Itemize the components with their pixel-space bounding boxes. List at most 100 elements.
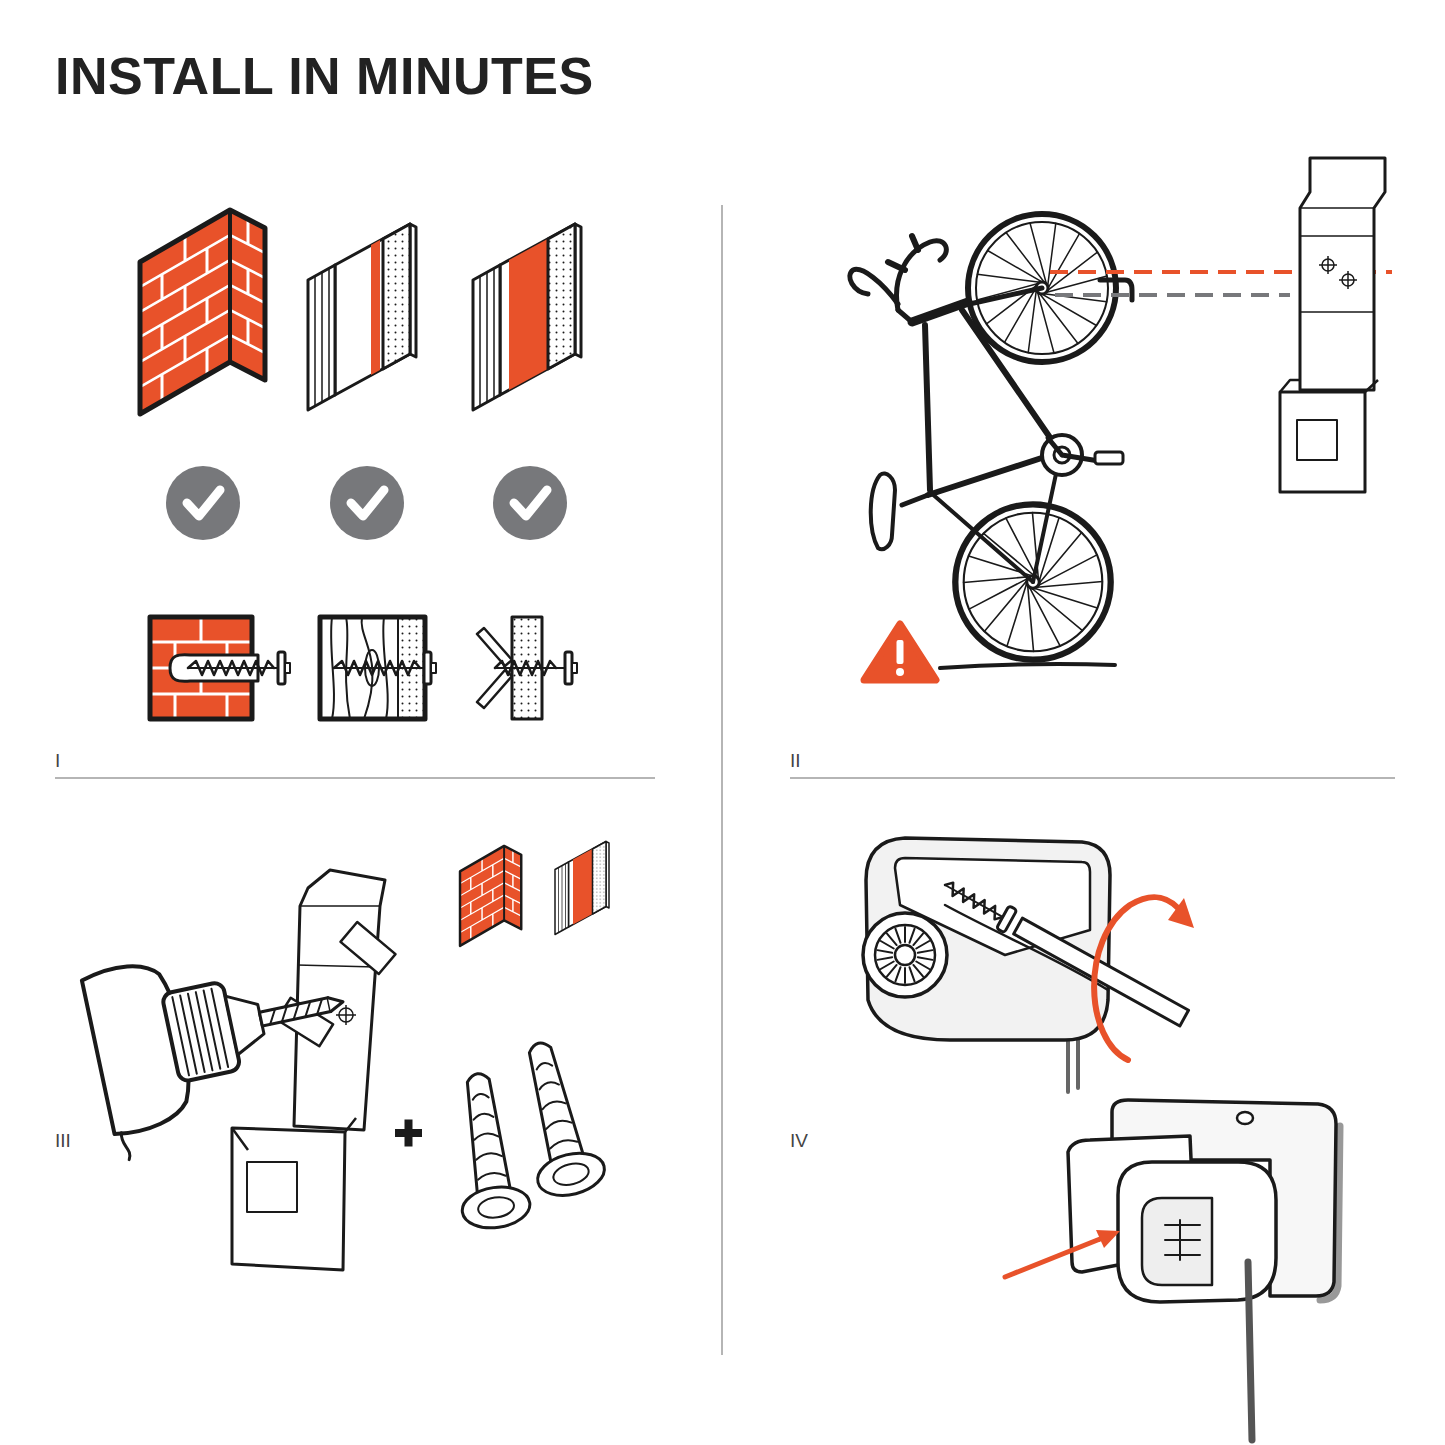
wall-bracket bbox=[1142, 1198, 1212, 1285]
wall-bracket bbox=[875, 925, 935, 985]
toggle-anchor-icon bbox=[477, 670, 512, 708]
brick-wall-icon bbox=[460, 846, 521, 946]
wood-anchor-icon bbox=[320, 617, 425, 719]
wall-bracket bbox=[913, 934, 923, 945]
paper-template bbox=[247, 1162, 297, 1212]
push-arrow bbox=[1005, 1239, 1100, 1277]
wall-bracket bbox=[1237, 1112, 1253, 1124]
brick-anchor-icon bbox=[150, 617, 290, 719]
drywall-icon bbox=[500, 224, 575, 395]
bicycle bbox=[1016, 583, 1045, 651]
drywall-icon bbox=[315, 269, 329, 406]
brick-wall-icon bbox=[140, 210, 230, 414]
wall-bracket bbox=[863, 913, 947, 997]
brick-wall-icon bbox=[460, 846, 521, 946]
wall-bracket bbox=[913, 965, 923, 976]
panel-divider bbox=[721, 205, 723, 1355]
wall-bracket bbox=[918, 950, 933, 953]
wall-plug bbox=[444, 1069, 533, 1232]
drywall-icon bbox=[308, 265, 335, 410]
wall-bracket bbox=[909, 967, 914, 981]
wall-bracket bbox=[909, 929, 914, 943]
wall-bracket bbox=[1014, 918, 1189, 1026]
bicycle bbox=[1032, 223, 1072, 288]
wall-bracket bbox=[895, 945, 915, 965]
bicycle bbox=[898, 310, 912, 322]
paper-template bbox=[1297, 420, 1337, 460]
bicycle bbox=[964, 565, 1032, 594]
wall-bracket bbox=[881, 941, 894, 949]
bicycle bbox=[1042, 278, 1107, 318]
toggle-anchor-icon bbox=[495, 661, 556, 675]
paper-template bbox=[1280, 158, 1385, 492]
drywall-icon bbox=[480, 269, 494, 406]
wall-bracket bbox=[887, 934, 897, 945]
check-mark bbox=[330, 466, 404, 540]
paper-template bbox=[1319, 256, 1337, 274]
bicycle bbox=[1013, 288, 1053, 353]
bicycle bbox=[928, 452, 1060, 495]
rotate-arrow bbox=[1094, 897, 1178, 1060]
warning-sign bbox=[864, 624, 936, 680]
panel-divider bbox=[55, 205, 1395, 1355]
bicycle bbox=[902, 495, 928, 505]
wall-bracket bbox=[895, 929, 900, 943]
drywall-icon bbox=[473, 265, 500, 410]
bicycle bbox=[871, 473, 895, 549]
wall-bracket bbox=[881, 962, 894, 970]
drywall-icon bbox=[555, 842, 609, 935]
drywall-icon bbox=[473, 224, 581, 410]
push-arrow bbox=[1096, 1230, 1120, 1248]
paper-template bbox=[1339, 271, 1357, 289]
page-title: INSTALL IN MINUTES bbox=[55, 50, 594, 102]
wall-bracket bbox=[863, 838, 1189, 1092]
wall-bracket bbox=[918, 957, 933, 960]
wall-bracket bbox=[895, 967, 900, 981]
bicycle bbox=[1034, 570, 1102, 599]
bicycle bbox=[1037, 290, 1054, 353]
wall-bracket bbox=[945, 885, 1006, 919]
drywall-icon bbox=[335, 224, 410, 395]
wall-bracket bbox=[904, 968, 906, 983]
toggle-anchor-icon bbox=[572, 663, 577, 673]
warning-sign bbox=[896, 668, 904, 676]
paper-template bbox=[340, 922, 395, 974]
brick-wall-icon bbox=[140, 210, 265, 414]
brick-wall-icon bbox=[230, 210, 265, 353]
wall-bracket bbox=[1068, 1040, 1078, 1092]
rotate-arrow bbox=[1094, 897, 1194, 1060]
bicycle bbox=[940, 664, 1115, 668]
power-drill bbox=[172, 989, 228, 1076]
bicycle bbox=[888, 236, 918, 270]
check-mark bbox=[493, 466, 567, 540]
bicycle bbox=[850, 269, 898, 304]
panel-number: III bbox=[55, 1131, 71, 1150]
wall-bracket bbox=[866, 838, 1110, 1040]
warning-sign bbox=[897, 640, 904, 664]
plus-sign bbox=[405, 1120, 413, 1147]
check-mark bbox=[187, 490, 220, 516]
wall-bracket bbox=[877, 950, 892, 953]
wood-anchor-icon bbox=[431, 663, 436, 673]
power-drill bbox=[81, 923, 366, 1161]
panel-number: IV bbox=[790, 1131, 808, 1150]
brick-anchor-icon bbox=[188, 661, 274, 675]
bicycle bbox=[930, 492, 1033, 582]
power-drill bbox=[259, 998, 330, 1026]
plus-sign bbox=[395, 1120, 422, 1147]
wall-plug bbox=[444, 1035, 609, 1232]
check-mark bbox=[351, 490, 384, 516]
panel-divider bbox=[55, 777, 655, 779]
wall-bracket bbox=[904, 927, 906, 942]
warning-sign bbox=[864, 624, 936, 680]
bicycle bbox=[912, 302, 968, 322]
power-drill bbox=[121, 1132, 131, 1160]
drywall-icon bbox=[548, 224, 575, 369]
brick-wall-icon bbox=[140, 210, 230, 414]
paper-template bbox=[232, 870, 396, 1270]
brick-wall-icon bbox=[140, 210, 265, 414]
drywall-icon bbox=[383, 224, 410, 369]
panel-number: I bbox=[55, 751, 60, 770]
wall-bracket bbox=[1165, 1220, 1200, 1260]
